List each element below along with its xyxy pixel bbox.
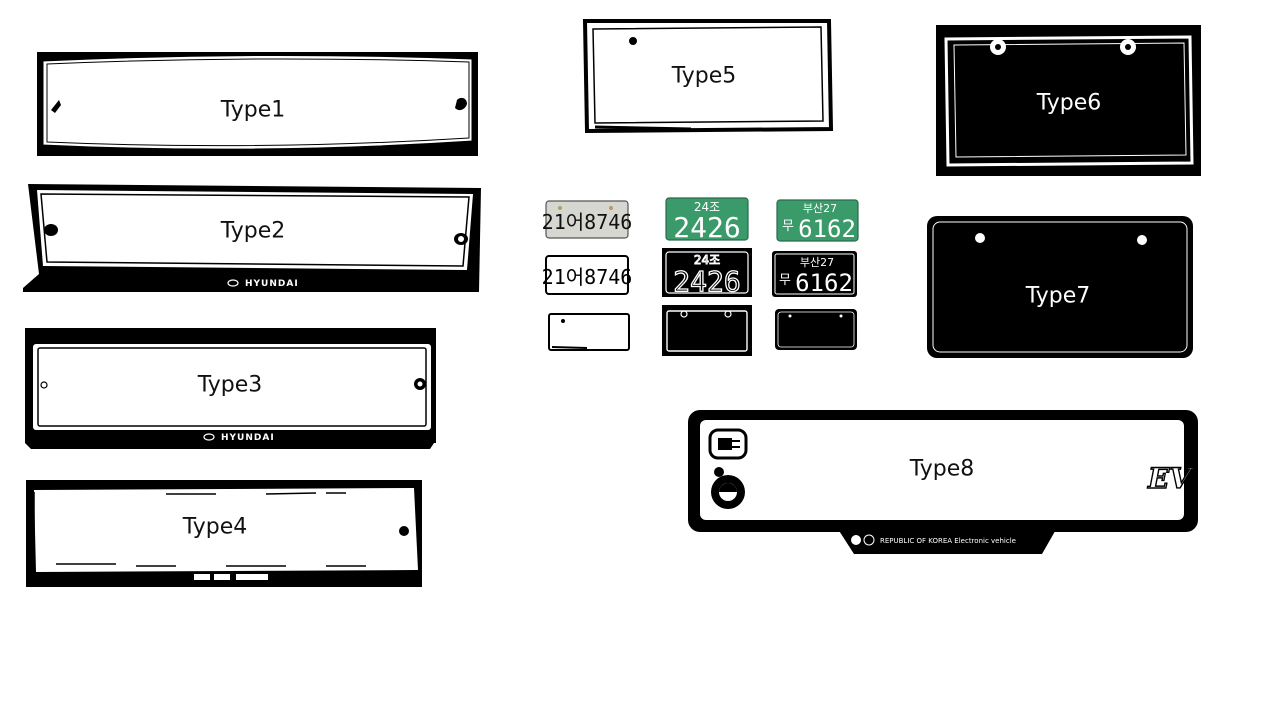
sample-plate-green2-binary: 부산27 무 6162 xyxy=(772,251,857,297)
hyundai-logo-text: HYUNDAI xyxy=(245,279,299,289)
plate-prefix: 무 xyxy=(779,273,791,288)
ev-caption-icon xyxy=(851,535,861,545)
type8-label: Type8 xyxy=(910,457,975,482)
plate-top-text: 부산27 xyxy=(803,202,837,215)
type6-label: Type6 xyxy=(1037,91,1102,116)
sample-template-black xyxy=(662,305,752,356)
plate-number: 2426 xyxy=(673,265,740,298)
plate-top-text: 부산27 xyxy=(800,256,834,269)
type1-label: Type1 xyxy=(221,98,286,123)
sample-plate-green: 24조 2426 xyxy=(665,197,749,241)
type3-label: Type3 xyxy=(198,373,263,398)
bolt-icon xyxy=(789,315,792,318)
ev-plug-icon xyxy=(710,430,746,458)
korea-emblem-icon xyxy=(711,475,745,509)
bolt-icon xyxy=(399,526,409,536)
sample-template-white xyxy=(547,312,631,352)
sample-plate-white: 21어8746 xyxy=(545,200,629,239)
bolt-icon xyxy=(840,315,843,318)
sample-plate-white-binary: 21어8746 xyxy=(545,255,629,295)
type7-label: Type7 xyxy=(1026,284,1091,309)
bolt-icon xyxy=(561,319,565,323)
ev-mark: EV xyxy=(1147,462,1194,495)
plate-number: 21어8746 xyxy=(542,265,633,289)
type2-label: Type2 xyxy=(221,219,286,244)
plate-number: 21어8746 xyxy=(542,210,633,234)
plate-prefix: 무 xyxy=(782,219,794,234)
bolt-icon xyxy=(1137,235,1147,245)
bolt-icon xyxy=(629,37,637,45)
type8-caption: REPUBLIC OF KOREA Electronic vehicle xyxy=(880,537,1016,545)
type5-label: Type5 xyxy=(672,64,737,89)
bolt-icon xyxy=(975,233,985,243)
plate-number: 2426 xyxy=(673,211,740,244)
plate-number: 6162 xyxy=(795,269,853,297)
plate-type8: EV REPUBLIC OF KOREA Electronic vehicle xyxy=(686,408,1200,556)
sample-plate-green2: 부산27 무 6162 xyxy=(776,199,859,242)
type4-label: Type4 xyxy=(183,515,248,540)
bolt-icon xyxy=(44,224,58,236)
sample-template-black2 xyxy=(774,308,858,351)
plate-number: 6162 xyxy=(798,215,856,243)
hyundai-logo-text: HYUNDAI xyxy=(221,433,275,443)
sample-plate-green-binary: 24조 2426 xyxy=(662,248,752,297)
